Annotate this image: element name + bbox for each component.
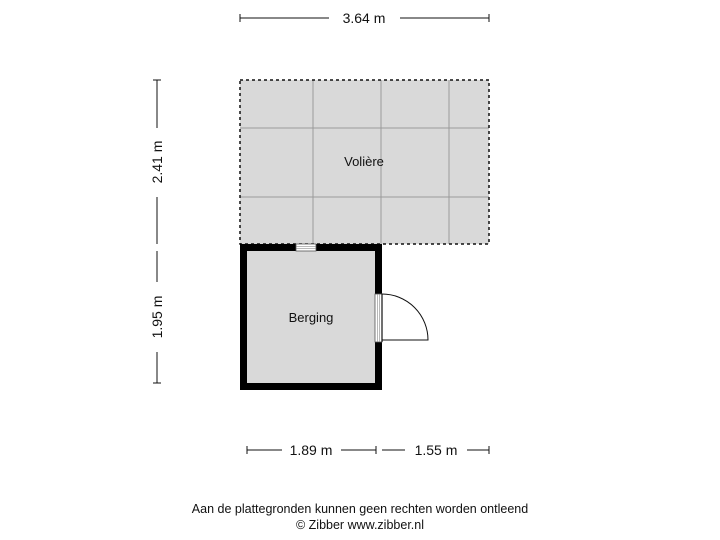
- aviary-dashed-boundary: [239, 79, 490, 245]
- aviary-area: [239, 79, 490, 245]
- disclaimer-text: Aan de plattegronden kunnen geen rechten…: [191, 502, 529, 516]
- storage-floor: [247, 251, 375, 383]
- storage-label: Berging: [289, 310, 334, 325]
- storage-room: [240, 243, 429, 390]
- dimension-left-lower: 1.95 m: [149, 251, 165, 384]
- dimension-bottom-right: 1.55 m: [382, 442, 490, 458]
- dimension-left-upper: 2.41 m: [149, 79, 165, 244]
- left-upper-height-label: 2.41 m: [149, 141, 165, 184]
- dimension-bottom-left: 1.89 m: [246, 442, 377, 458]
- left-lower-height-label: 1.95 m: [149, 296, 165, 339]
- top-width-label: 3.64 m: [343, 10, 386, 26]
- door-opening: [374, 293, 383, 343]
- bottom-right-width-label: 1.55 m: [415, 442, 458, 458]
- aviary-tile-grid: [240, 80, 489, 244]
- aviary-label: Volière: [344, 154, 384, 169]
- top-window: [295, 243, 317, 252]
- dimension-top: 3.64 m: [239, 10, 490, 26]
- door-swing-arc: [381, 293, 429, 341]
- credit-text: © Zibber www.zibber.nl: [295, 518, 424, 532]
- bottom-left-width-label: 1.89 m: [290, 442, 333, 458]
